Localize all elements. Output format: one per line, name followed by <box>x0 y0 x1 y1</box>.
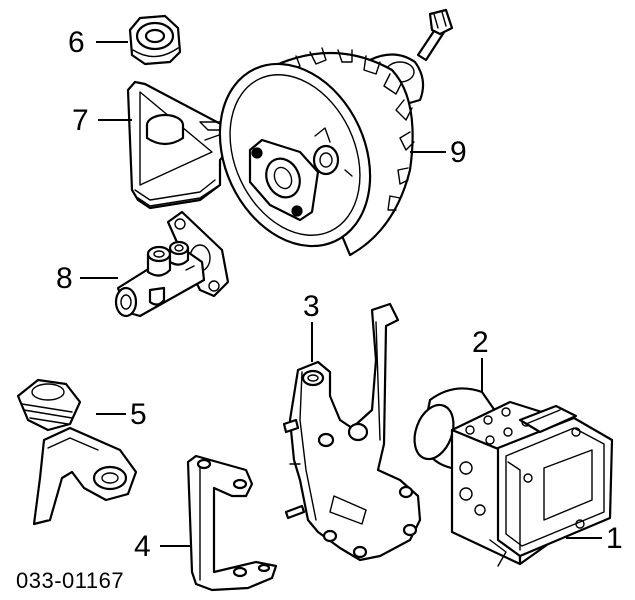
callout-6: 6 <box>68 26 85 59</box>
callout-4: 4 <box>134 530 151 563</box>
leader-lines <box>80 41 602 547</box>
callout-numbers: 6 7 9 8 3 2 5 4 1 <box>56 26 623 563</box>
part-7-fluid-reservoir[interactable] <box>126 80 234 210</box>
part-3-mounting-bracket[interactable] <box>282 302 422 562</box>
part-5-sensor[interactable] <box>16 378 138 526</box>
part-2-abs-pump-motor[interactable] <box>408 387 614 567</box>
callout-1: 1 <box>606 522 623 555</box>
callout-7: 7 <box>72 104 89 137</box>
callout-9: 9 <box>450 136 467 169</box>
part-9-brake-booster[interactable] <box>191 8 454 271</box>
callout-3: 3 <box>303 290 320 323</box>
callout-2: 2 <box>472 326 489 359</box>
callout-5: 5 <box>130 398 147 431</box>
part-8-master-cylinder[interactable] <box>114 210 230 318</box>
part-6-reservoir-cap[interactable] <box>128 14 182 66</box>
part-4-small-bracket[interactable] <box>186 454 278 592</box>
diagram-id-label: 033-01167 <box>16 568 124 593</box>
callout-8: 8 <box>56 262 73 295</box>
